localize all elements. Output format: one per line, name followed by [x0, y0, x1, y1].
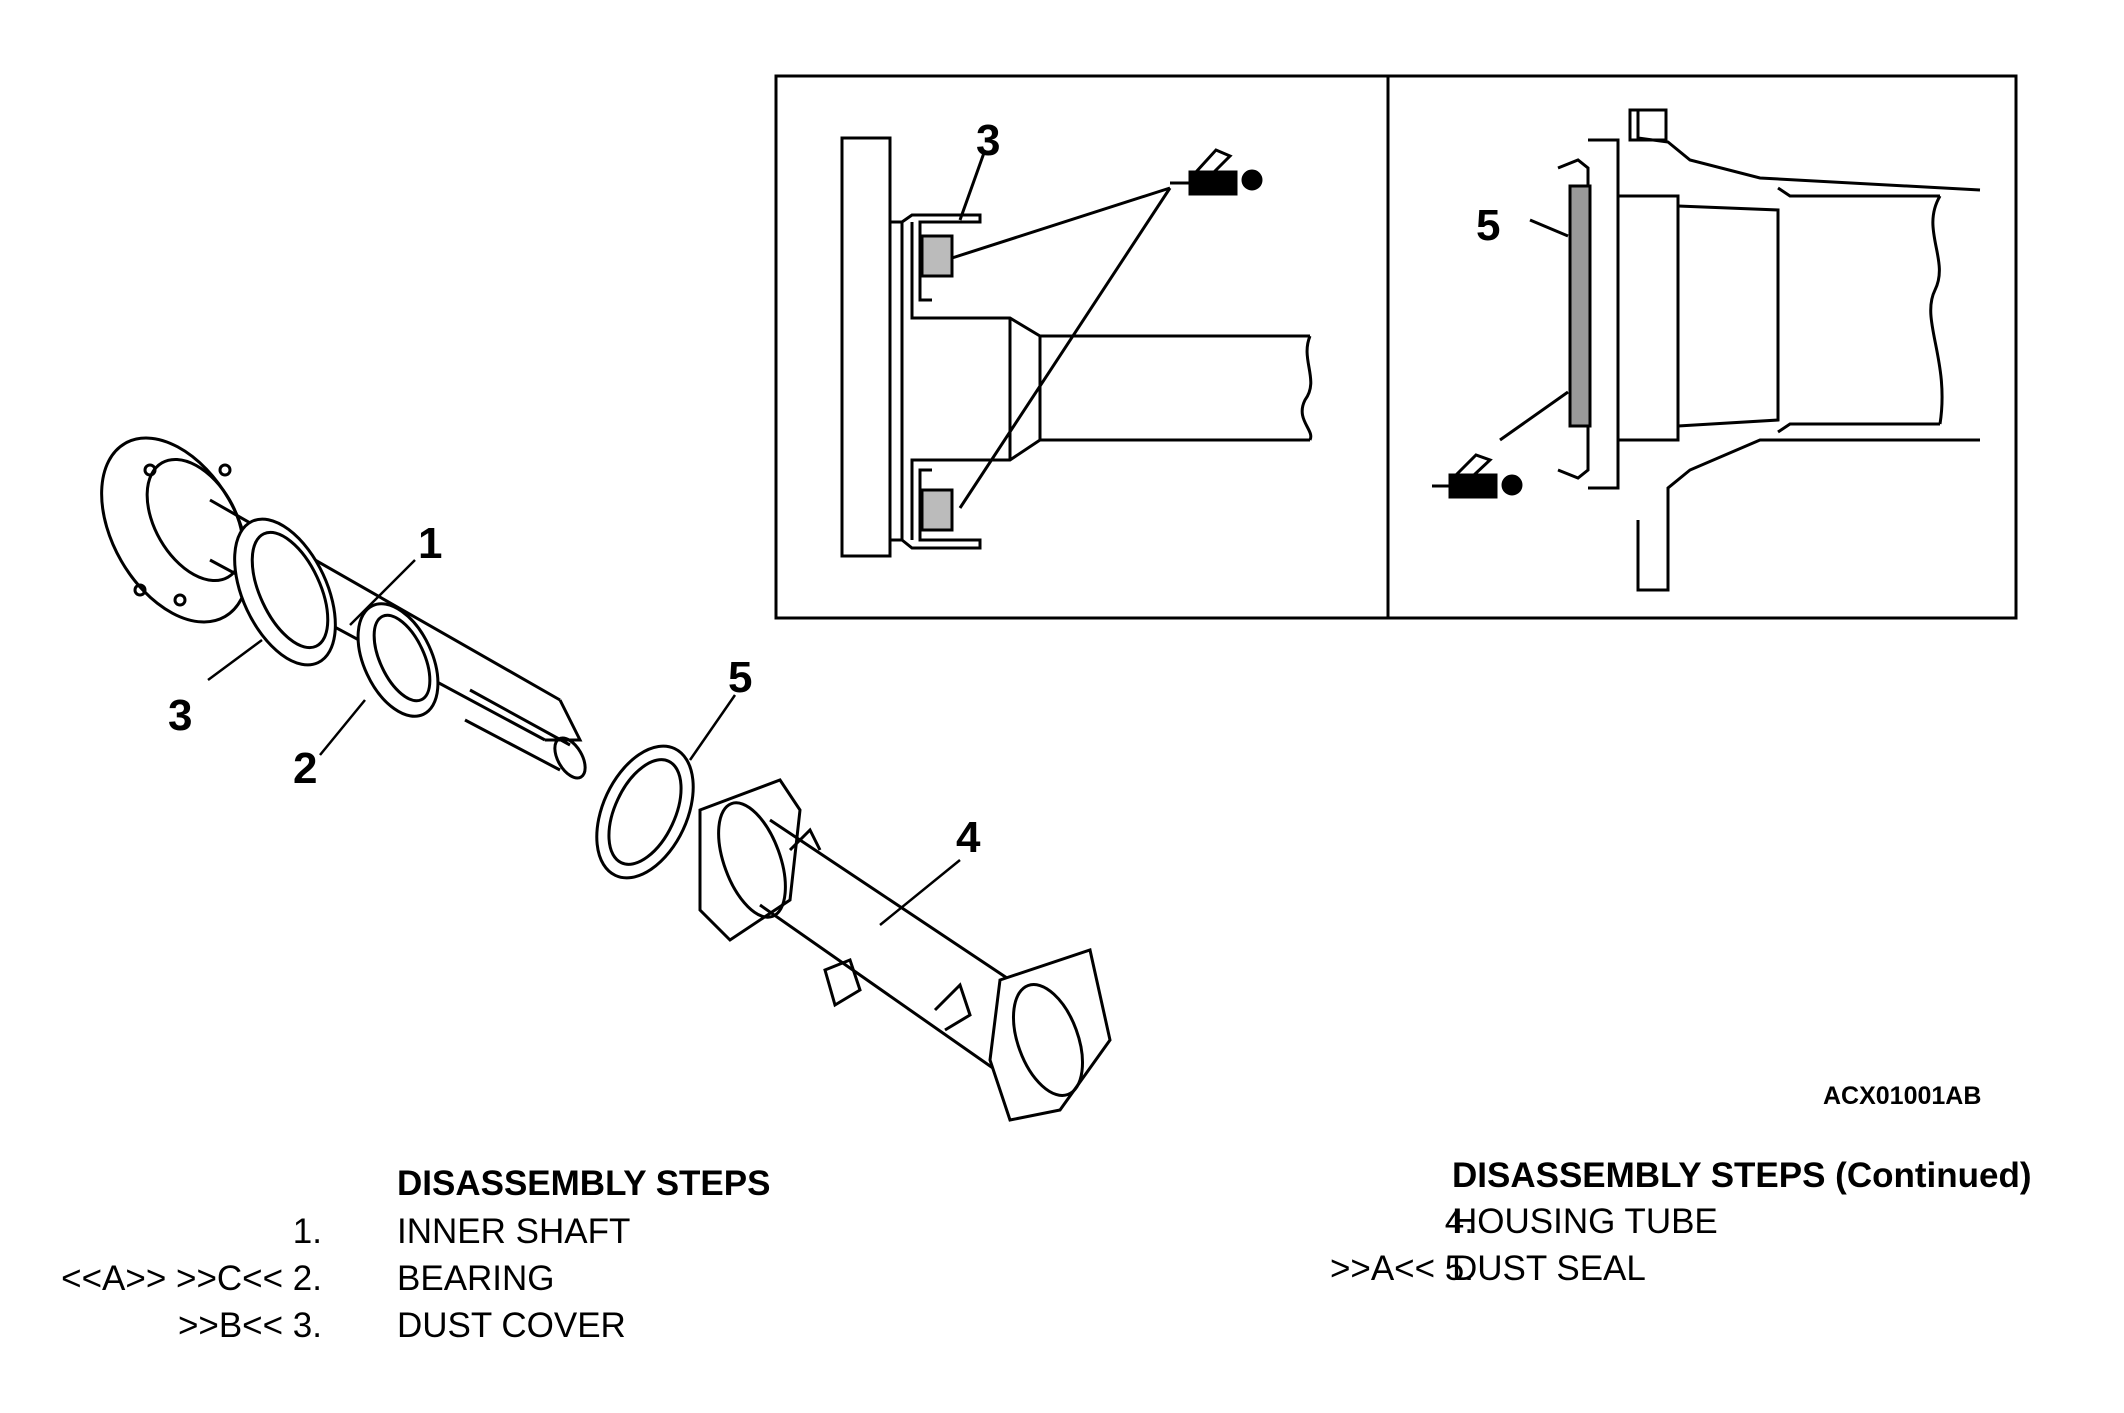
inset-callout-3: 3: [976, 116, 1000, 165]
step-prefix: >>B<<: [177, 1306, 284, 1345]
inset-callout-5: 5: [1476, 201, 1500, 250]
inset-left-dust-cover-illustration: [840, 136, 1313, 558]
step-number: 1.: [292, 1212, 322, 1251]
step-name: DUST COVER: [397, 1306, 626, 1345]
step-number: 5.: [1444, 1249, 1474, 1288]
step-prefix: >>C<<: [176, 1259, 284, 1298]
bearing-ring: [356, 602, 440, 718]
step-name: HOUSING TUBE: [1452, 1202, 1718, 1241]
callout-1: 1: [418, 519, 442, 568]
step-prefix: <<A>>: [61, 1259, 167, 1298]
step-prefix: >>A<<: [1329, 1249, 1436, 1288]
housing-tube-illustration: [698, 778, 1112, 1122]
dust-cover-ring: [233, 517, 337, 667]
step-number: 4.: [1444, 1202, 1474, 1241]
callout-5: 5: [728, 653, 752, 702]
callout-leader-lines: [207, 559, 961, 926]
grease-applicator-icon: [1170, 148, 1263, 196]
step-name: BEARING: [397, 1259, 555, 1298]
callout-4: 4: [956, 813, 981, 862]
steps-heading: DISASSEMBLY STEPS (Continued): [1452, 1156, 2032, 1195]
steps-heading: DISASSEMBLY STEPS: [397, 1164, 771, 1203]
dust-seal-ring: [595, 744, 695, 880]
figure-code: ACX01001AB: [1823, 1082, 1981, 1110]
callout-2: 2: [293, 744, 317, 793]
step-name: DUST SEAL: [1452, 1249, 1646, 1288]
inset-right-dust-seal-illustration: [1499, 108, 1981, 592]
step-number: 3.: [292, 1306, 322, 1345]
step-name: INNER SHAFT: [397, 1212, 631, 1251]
grease-applicator-icon: [1432, 453, 1523, 499]
step-number: 2.: [292, 1259, 322, 1298]
inset-detail-box: [774, 74, 2018, 620]
callout-3: 3: [168, 691, 192, 740]
